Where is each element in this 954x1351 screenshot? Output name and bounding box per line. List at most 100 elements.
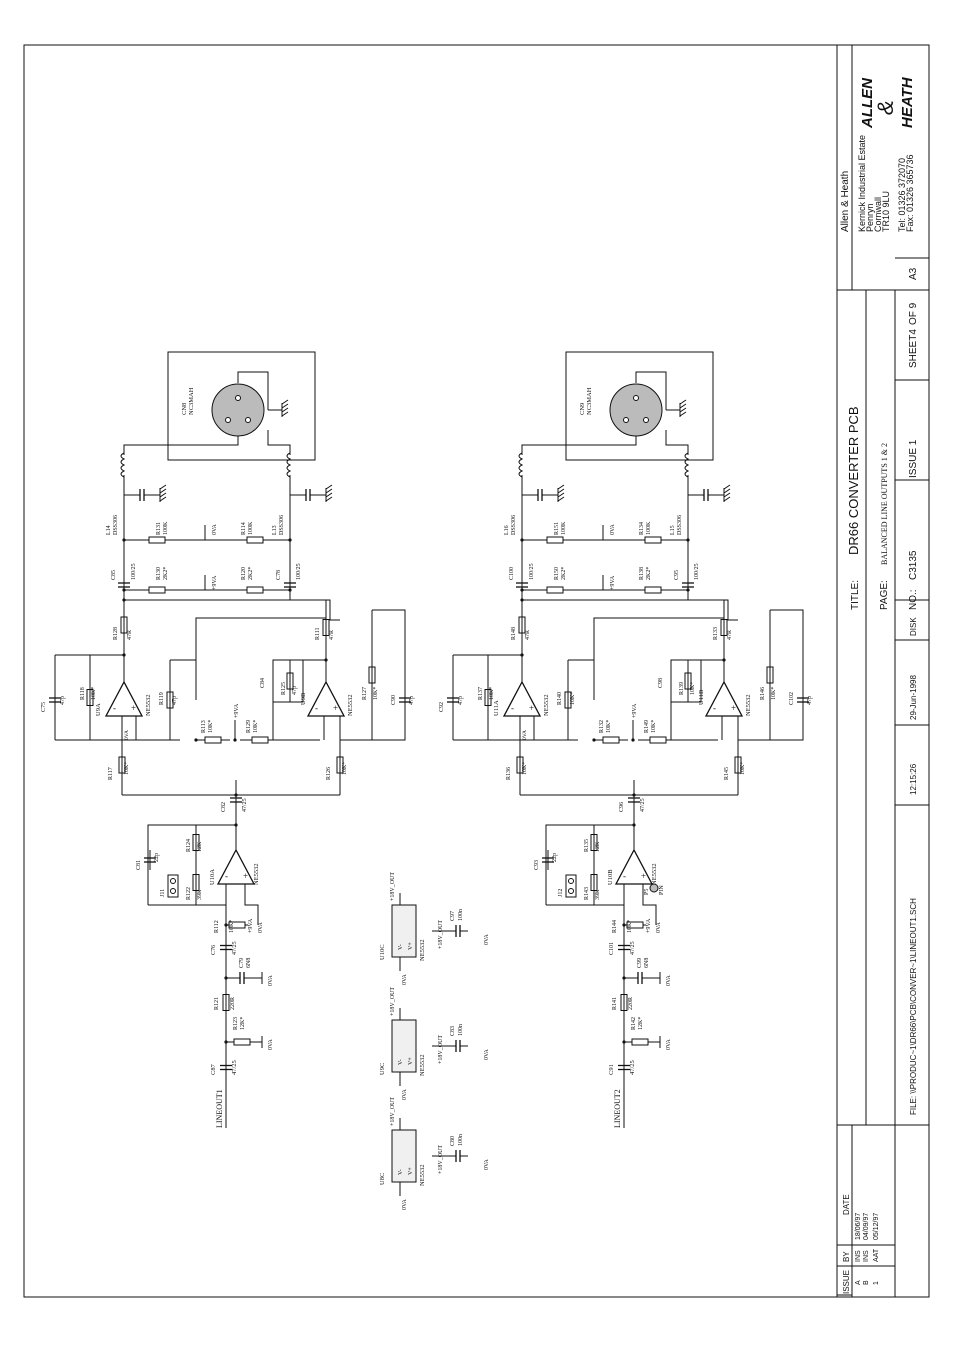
xlr-pin-3 (643, 417, 649, 423)
net-label-0va: 0VA (484, 1048, 490, 1060)
xlr-connector-type: NC3MAH (586, 387, 593, 415)
svg-text:05/12/97: 05/12/97 (873, 1213, 880, 1240)
net-label-0va: 0VA (212, 523, 218, 535)
opamp-supply-body (391, 904, 417, 958)
junction-dot (194, 738, 198, 742)
test-pin-ref: P5 (644, 889, 650, 895)
title-value: DR66 CONVERTER PCB (846, 406, 861, 555)
mid-resistor-a-ref: R132 (599, 720, 605, 733)
pulldown-resistor-a (546, 536, 564, 544)
junction-dot (122, 653, 126, 657)
filter-cap-ref: C79 (239, 958, 245, 968)
jumper-ref: J11 (160, 889, 166, 897)
line-input-label: LINEOUT1 (215, 1089, 224, 1128)
xlr-pin-3 (245, 417, 251, 423)
net-label-9va: +9VA (646, 918, 652, 933)
xlr-connector-ref: CN8 (181, 403, 188, 415)
mid-resistor-a-value: 10K* (606, 720, 612, 733)
input-opamp-type: NE5532 (253, 863, 260, 885)
feedback-resistor-a-value: 10K* (489, 687, 495, 700)
xlr-connector-ref: CN9 (579, 403, 586, 415)
stability-cap-a-value: 47p (60, 696, 66, 705)
pulldown-resistor-b (246, 536, 264, 544)
junction-dot (122, 588, 126, 592)
gain-resistor-ref: R124 (186, 839, 192, 852)
driver-opamp-a-ref: U11A (493, 700, 500, 716)
chassis-ground (159, 484, 167, 502)
inductor-b-ref: L13 (272, 525, 278, 535)
decoupling-cap-value: 100n (458, 909, 464, 921)
wire (123, 430, 239, 455)
net-label-p18: +18V_OUT (390, 987, 396, 1016)
wire (642, 884, 657, 925)
series-resistor-value: 220R (628, 997, 634, 1010)
bias-resistor-a-value: 47p (172, 696, 178, 705)
driver-opamp-a-type: NE5532 (543, 694, 550, 716)
chassis-ground (281, 399, 289, 417)
wire (701, 659, 725, 682)
chassis-ground (723, 484, 731, 502)
stability-cap-a-value: 47p (458, 696, 464, 705)
feedback-resistor-value: 39K (595, 889, 601, 900)
supply-unit-type: NE5532 (419, 1164, 426, 1186)
mid-resistor-b-ref: R129 (246, 720, 252, 733)
drawing-no-label: NO.: (908, 589, 919, 610)
svg-text:ALLEN: ALLEN (859, 77, 876, 129)
svg-text:04/09/97: 04/09/97 (863, 1213, 870, 1240)
shunt-resistor-ref: R123 (233, 1017, 239, 1030)
print-time: 12:15:26 (909, 763, 918, 795)
title-block: TITLE: DR66 CONVERTER PCB PAGE: BALANCED… (836, 45, 929, 1297)
wire (593, 617, 724, 700)
sheet-of: OF 9 (908, 302, 919, 325)
output-cap-value: 47/25 (640, 798, 646, 812)
dc-cap-a-ref: C100 (509, 567, 515, 580)
svg-text:DATE: DATE (842, 1194, 851, 1215)
pulldown-resistor-a-value: 100K (163, 521, 169, 535)
sheet-value: SHEET4 (908, 329, 919, 368)
junction-dot (520, 653, 524, 657)
pull-resistor-b (246, 586, 264, 594)
pull-resistor-a-ref: R130 (156, 567, 162, 580)
opamp-minus-pin: - (623, 871, 626, 881)
drawing-no: C3135 (908, 550, 919, 580)
feedback-cap-b-ref: C98 (658, 678, 664, 688)
net-label-p18: +18V_OUT (438, 920, 444, 949)
company-name: Allen & Heath (840, 171, 851, 232)
mid-resistor-a-value: 10K* (208, 720, 214, 733)
inductor-a-ref: L14 (106, 525, 112, 535)
wire (124, 599, 340, 621)
allen-heath-logo: ALLEN & HEATH (859, 76, 916, 129)
opamp-minus-pin: - (225, 871, 228, 881)
opamp-minus-pin: - (113, 703, 116, 713)
junction-dot (686, 588, 690, 592)
inductor-a-type: DSS306 (113, 515, 119, 535)
supply-unit-ref: U8C (379, 1173, 386, 1185)
pulldown-resistor-a-ref: R151 (554, 522, 560, 535)
junction-dot (686, 538, 690, 542)
pulldown-resistor-b-ref: R114 (241, 522, 247, 535)
mid-resistor-a (204, 736, 222, 744)
opamp-plus-pin: + (333, 703, 338, 713)
feedback-resistor-c-ref: R127 (362, 687, 368, 700)
input-opamp (614, 848, 654, 885)
feedback-resistor-b-ref: R139 (679, 682, 685, 695)
driver-opamp-a-ref: U9A (95, 703, 102, 716)
input-resistor-b-value: 10K* (740, 762, 746, 775)
opamp-minus-pin: - (511, 703, 514, 713)
driver-opamp-a-type: NE5532 (145, 694, 152, 716)
coupling-cap-ref: C101 (609, 942, 615, 955)
net-label-9va: +9VA (632, 703, 638, 718)
input-opamp-ref: U10A (209, 869, 216, 885)
series-resistor-ref: R141 (612, 997, 618, 1010)
company-address-1: Kernick Industrial Estate (857, 135, 867, 232)
input-resistor-a-value: 10K* (124, 762, 130, 775)
input-cap-value: 47/25 (629, 1060, 636, 1075)
inductor-b-ref: L15 (670, 525, 676, 535)
pulldown-resistor-a-value: 100K (561, 521, 567, 535)
net-label-9va: +9VA (234, 703, 240, 718)
input-resistor-a-ref: R117 (108, 767, 114, 780)
company-fax: Fax: 01326 365736 (905, 154, 915, 232)
driver-opamp-a (502, 680, 542, 717)
